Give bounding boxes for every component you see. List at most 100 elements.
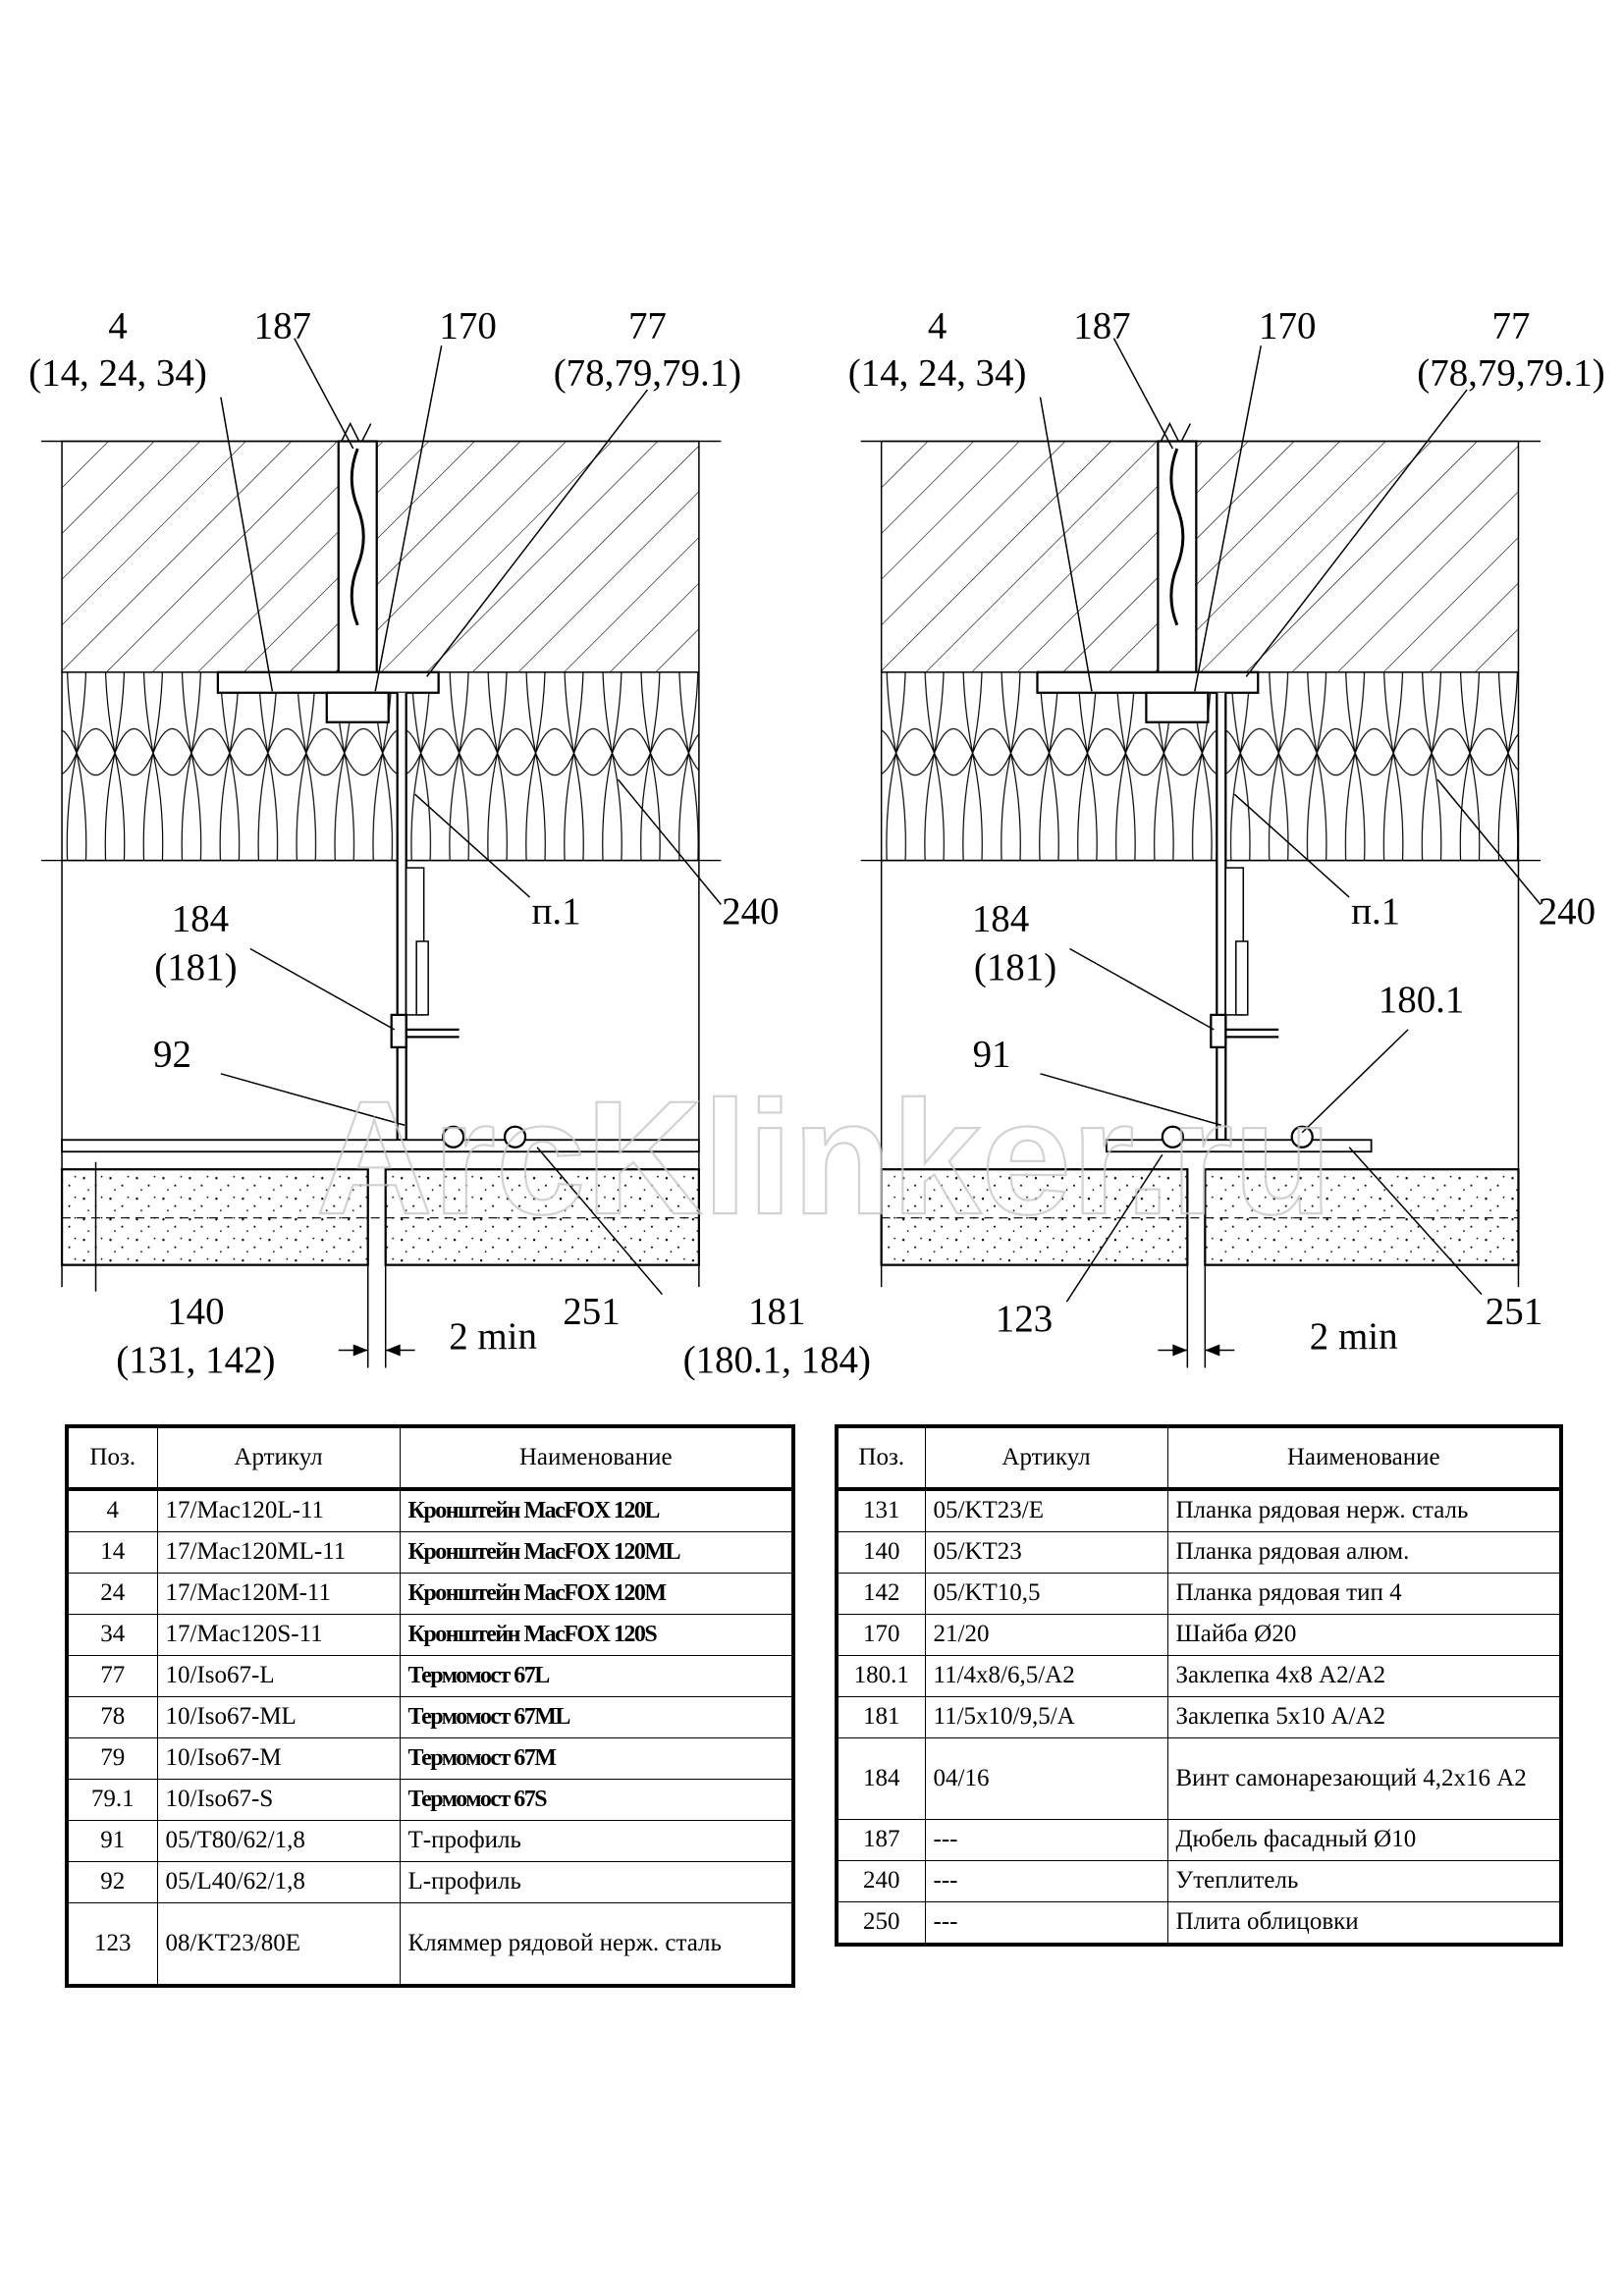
header-name: Наименование <box>399 1425 794 1491</box>
table-row: 187---Дюбель фасадный Ø10 <box>836 1819 1562 1861</box>
cell-name: Термомост 67L <box>399 1655 794 1697</box>
left-section-detail: 4 (14, 24, 34) 187 170 77 (78,79,79.1) п… <box>28 305 871 1381</box>
t-profile <box>1106 1139 1373 1153</box>
label-thermobridge-alt: (78,79,79.1) <box>1417 352 1604 395</box>
label-strip-alt: (131, 142) <box>116 1339 275 1381</box>
cell-name: Кронштейн MacFOX 120L <box>399 1488 794 1532</box>
label-rivet: 180.1 <box>1379 979 1465 1021</box>
cell-pos: 79 <box>66 1737 158 1780</box>
cell-pos: 77 <box>66 1655 158 1697</box>
cell-name: Термомост 67S <box>399 1779 794 1821</box>
table-row: 240---Утеплитель <box>836 1860 1562 1902</box>
horizontal-strip <box>61 1139 700 1153</box>
cell-name: L-профиль <box>399 1861 794 1903</box>
cell-pos: 131 <box>836 1488 926 1532</box>
label-bracket-alt: (14, 24, 34) <box>848 352 1027 395</box>
cell-article: 05/T80/62/1,8 <box>156 1820 401 1862</box>
label-dowel: 187 <box>254 305 311 347</box>
label-note: п.1 <box>532 890 581 933</box>
cell-name: Кронштейн MacFOX 120S <box>399 1614 794 1656</box>
leader-lines <box>94 338 722 1296</box>
rivet-icon <box>503 1125 527 1148</box>
label-clamp: 123 <box>996 1298 1053 1340</box>
cell-name: Планка рядовая нерж. сталь <box>1166 1488 1562 1532</box>
cell-article: 17/Mac120ML-11 <box>156 1531 401 1574</box>
label-gap: 2 min <box>1310 1315 1398 1358</box>
cell-name: Термомост 67ML <box>399 1696 794 1738</box>
cell-pos: 34 <box>66 1614 158 1656</box>
cell-name: Т-профиль <box>399 1820 794 1862</box>
cell-name: Утеплитель <box>1166 1860 1562 1902</box>
label-rivet-alt: (180.1, 184) <box>683 1339 871 1381</box>
cell-article: 05/KT23/E <box>924 1488 1168 1532</box>
label-thermobridge: 77 <box>628 305 667 347</box>
label-insulation: 240 <box>722 890 779 933</box>
label-note: п.1 <box>1351 890 1400 933</box>
label-bracket-alt: (14, 24, 34) <box>28 352 207 395</box>
cell-article: 04/16 <box>924 1737 1168 1820</box>
cell-name: Кронштейн MacFOX 120M <box>399 1573 794 1615</box>
cell-article: 17/Mac120L-11 <box>156 1488 401 1532</box>
cell-article: 17/Mac120S-11 <box>156 1614 401 1656</box>
cell-article: --- <box>924 1860 1168 1902</box>
label-profile: 91 <box>973 1033 1011 1075</box>
cell-pos: 4 <box>66 1488 158 1532</box>
label-screw: 184 <box>972 897 1029 939</box>
watermark: ArcKlinker.ru <box>316 1067 1332 1248</box>
cell-article: 10/Iso67-M <box>156 1737 401 1780</box>
header-name: Наименование <box>1166 1425 1562 1491</box>
cell-name: Планка рядовая тип 4 <box>1166 1573 1562 1615</box>
cell-name: Термомост 67M <box>399 1737 794 1780</box>
cell-pos: 240 <box>836 1860 926 1902</box>
cell-name: Дюбель фасадный Ø10 <box>1166 1819 1562 1861</box>
cell-pos: 24 <box>66 1573 158 1615</box>
label-strip: 140 <box>167 1291 224 1333</box>
label-rivet: 181 <box>748 1291 805 1333</box>
cell-article: 11/4x8/6,5/A2 <box>924 1655 1168 1697</box>
cell-article: 05/L40/62/1,8 <box>156 1861 401 1903</box>
rivet-icon <box>1161 1125 1184 1148</box>
label-screw: 184 <box>172 897 229 939</box>
rivet-icon <box>442 1125 465 1148</box>
cell-article: 11/5x10/9,5/A <box>924 1696 1168 1738</box>
cell-name: Кляммер рядовой нерж. сталь <box>399 1902 794 1987</box>
label-thermobridge: 77 <box>1492 305 1531 347</box>
cell-pos: 14 <box>66 1531 158 1574</box>
cell-name: Заклепка 5х10 А/А2 <box>1166 1696 1562 1738</box>
cell-name: Заклепка 4х8 А2/А2 <box>1166 1655 1562 1697</box>
leader-lines <box>1039 338 1542 1303</box>
label-profile: 92 <box>153 1033 191 1075</box>
cell-article: --- <box>924 1901 1168 1946</box>
cell-article: 10/Iso67-L <box>156 1655 401 1697</box>
rivet-icon <box>1290 1125 1314 1148</box>
cell-pos: 78 <box>66 1696 158 1738</box>
cell-pos: 184 <box>836 1737 926 1820</box>
cell-article: --- <box>924 1819 1168 1861</box>
label-thermobridge-alt: (78,79,79.1) <box>554 352 741 395</box>
cell-name: Шайба Ø20 <box>1166 1614 1562 1656</box>
label-bracket: 4 <box>108 305 127 347</box>
right-section-detail: 4 (14, 24, 34) 187 170 77 (78,79,79.1) п… <box>848 305 1605 1370</box>
label-insulation: 240 <box>1539 890 1596 933</box>
cell-article: 21/20 <box>924 1614 1168 1656</box>
label-gap: 2 min <box>449 1315 537 1358</box>
cell-article: 05/KT10,5 <box>924 1573 1168 1615</box>
header-article: Артикул <box>924 1425 1168 1491</box>
cell-pos: 91 <box>66 1820 158 1862</box>
